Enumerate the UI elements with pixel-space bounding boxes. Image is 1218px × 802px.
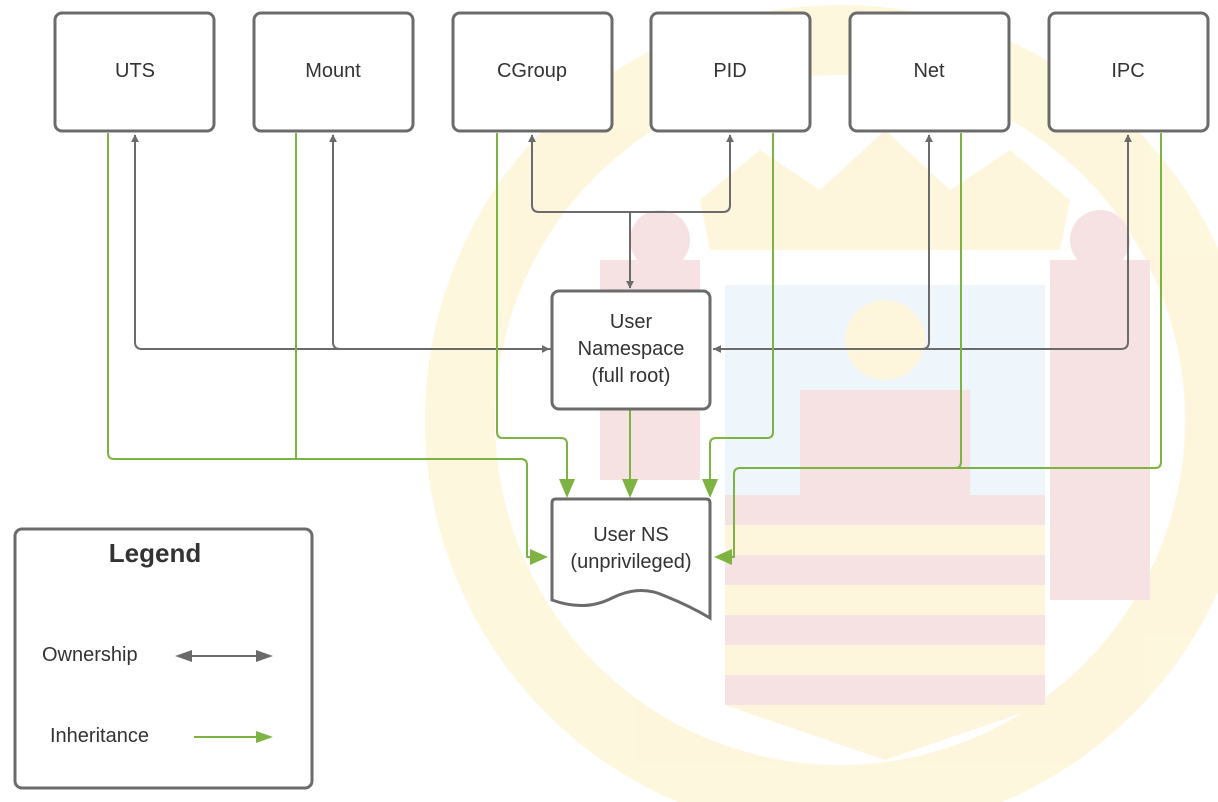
- node-user-ns-unprivileged[interactable]: User NS (unprivileged): [550, 497, 712, 621]
- watermark-seal: [425, 5, 1218, 802]
- node-user-namespace[interactable]: User Namespace (full root): [550, 289, 712, 411]
- inheritance-arrowhead: [530, 549, 548, 565]
- ownership-edge-pid: [630, 134, 734, 213]
- ownership-edges: [131, 134, 1132, 353]
- ownership-edge-ipc: [713, 134, 1132, 350]
- ownership-edge-cgroup: [528, 134, 630, 213]
- node-label: Net: [913, 60, 945, 82]
- node-label: Mount: [305, 60, 361, 82]
- node-label-line: (full root): [592, 365, 671, 387]
- node-label: CGroup: [497, 60, 567, 82]
- inheritance-arrowhead: [714, 549, 732, 565]
- legend-item-inheritance: Inheritance: [50, 725, 273, 747]
- inheritance-edge-cgroup: [496, 133, 568, 483]
- node-label-line: Namespace: [578, 338, 685, 360]
- legend-title: Legend: [109, 538, 201, 568]
- node-pid[interactable]: PID: [649, 11, 812, 133]
- legend-label: Inheritance: [50, 725, 149, 747]
- node-cgroup[interactable]: CGroup: [451, 11, 614, 133]
- node-net[interactable]: Net: [848, 11, 1011, 133]
- node-label-line: User NS: [593, 524, 669, 546]
- node-label: PID: [713, 60, 746, 82]
- node-mount[interactable]: Mount: [252, 11, 415, 133]
- ownership-edge-net: [921, 134, 933, 350]
- ownership-edge-uts: [131, 134, 551, 350]
- ownership-edge-mount: [329, 134, 341, 350]
- legend: Legend Ownership Inheritance: [13, 527, 314, 790]
- inheritance-edges: [107, 133, 1162, 565]
- inheritance-arrowhead: [622, 479, 638, 498]
- inheritance-edge-uts: [107, 133, 540, 558]
- node-uts[interactable]: UTS: [53, 11, 216, 133]
- inheritance-arrowhead: [702, 479, 718, 498]
- node-label: IPC: [1111, 60, 1144, 82]
- node-ipc[interactable]: IPC: [1047, 11, 1210, 133]
- inheritance-arrowhead: [559, 479, 575, 498]
- inheritance-edge-ipc: [722, 133, 1162, 558]
- node-label-line: User: [610, 311, 653, 333]
- node-label: UTS: [115, 60, 155, 82]
- inheritance-edge-pid: [709, 133, 774, 483]
- legend-label: Ownership: [42, 644, 138, 666]
- legend-item-ownership: Ownership: [42, 644, 273, 666]
- node-label-line: (unprivileged): [570, 551, 691, 573]
